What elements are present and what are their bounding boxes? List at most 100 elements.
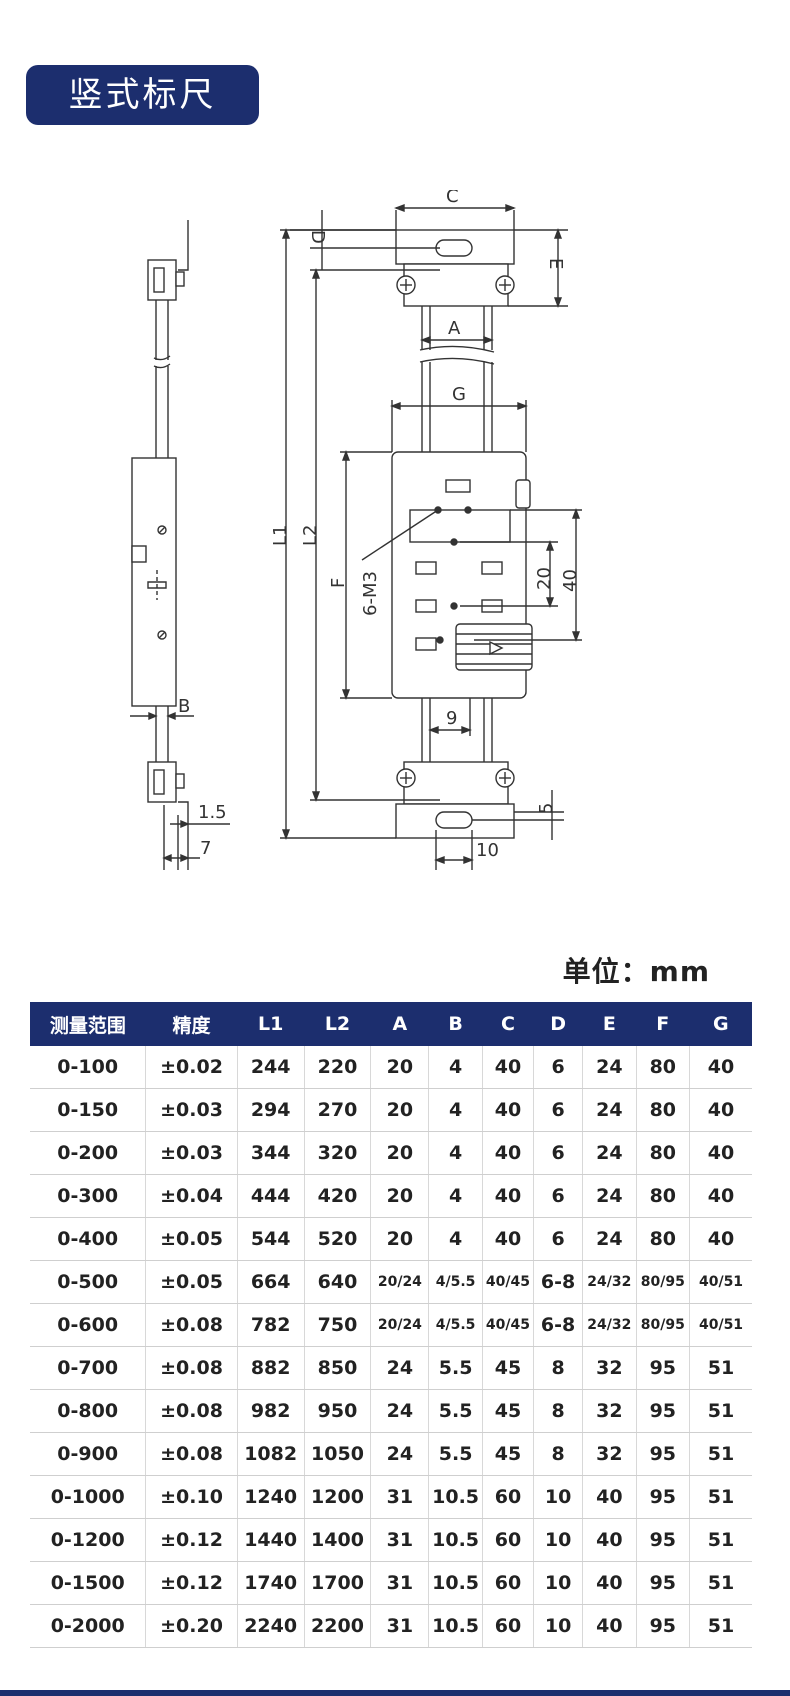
bottom-band xyxy=(0,1690,790,1696)
table-cell: 10.5 xyxy=(428,1561,483,1605)
table-cell: 0-300 xyxy=(30,1174,147,1218)
table-cell: 95 xyxy=(636,1432,691,1476)
table-cell: ±0.12 xyxy=(145,1518,238,1562)
table-cell: 750 xyxy=(304,1303,372,1347)
table-cell: 20/24 xyxy=(370,1260,430,1304)
table-cell: 20/24 xyxy=(370,1303,430,1347)
table-cell: 51 xyxy=(689,1346,752,1390)
table-cell: 4 xyxy=(428,1217,483,1261)
table-cell: 40 xyxy=(482,1046,535,1089)
table-cell: 4 xyxy=(428,1046,483,1089)
dim-9-label: 9 xyxy=(446,708,457,729)
table-header-cell: L2 xyxy=(304,1002,371,1046)
table-cell: 60 xyxy=(482,1604,535,1648)
table-cell: 31 xyxy=(370,1561,430,1605)
table-cell: 80 xyxy=(636,1088,691,1132)
table-cell: 24 xyxy=(370,1432,430,1476)
table-cell: 51 xyxy=(689,1432,752,1476)
table-cell: 344 xyxy=(237,1131,305,1175)
table-cell: 40 xyxy=(482,1217,535,1261)
dim-5-label: 5 xyxy=(536,803,557,814)
table-cell: 882 xyxy=(237,1346,305,1390)
table-cell: 51 xyxy=(689,1561,752,1605)
table-cell: 10.5 xyxy=(428,1518,483,1562)
table-cell: ±0.04 xyxy=(145,1174,238,1218)
dim-20-label: 20 xyxy=(534,567,555,590)
table-cell: 95 xyxy=(636,1475,691,1519)
dim-C-label: C xyxy=(446,190,459,207)
table-header-cell: F xyxy=(636,1002,690,1046)
table-cell: 95 xyxy=(636,1389,691,1433)
table-cell: 40 xyxy=(689,1217,752,1261)
table-cell: ±0.08 xyxy=(145,1432,238,1476)
dim-1-5-label: 1.5 xyxy=(198,802,227,823)
table-cell: 520 xyxy=(304,1217,372,1261)
table-cell: 24/32 xyxy=(582,1260,637,1304)
table-cell: 4/5.5 xyxy=(428,1260,483,1304)
table-cell: 0-1200 xyxy=(30,1518,147,1562)
table-header-cell: E xyxy=(582,1002,637,1046)
table-cell: ±0.08 xyxy=(145,1389,238,1433)
table-cell: 1740 xyxy=(237,1561,305,1605)
table-cell: 1200 xyxy=(304,1475,372,1519)
table-cell: 40/45 xyxy=(482,1303,535,1347)
table-cell: 6-8 xyxy=(533,1260,584,1304)
table-header-cell: B xyxy=(428,1002,483,1046)
table-cell: 24 xyxy=(370,1346,430,1390)
table-cell: 0-400 xyxy=(30,1217,147,1261)
table-cell: 1400 xyxy=(304,1518,372,1562)
table-cell: 544 xyxy=(237,1217,305,1261)
table-header-cell: D xyxy=(533,1002,583,1046)
table-cell: 24/32 xyxy=(582,1303,637,1347)
table-cell: 782 xyxy=(237,1303,305,1347)
table-cell: 24 xyxy=(582,1131,637,1175)
table-cell: ±0.05 xyxy=(145,1217,238,1261)
table-cell: 5.5 xyxy=(428,1389,483,1433)
table-cell: 51 xyxy=(689,1389,752,1433)
table-cell: 24 xyxy=(582,1088,637,1132)
table-cell: 320 xyxy=(304,1131,372,1175)
dim-A-label: A xyxy=(448,318,461,339)
table-cell: 80 xyxy=(636,1131,691,1175)
table-header-cell: L1 xyxy=(237,1002,305,1046)
table-cell: 40/51 xyxy=(689,1303,752,1347)
table-cell: 32 xyxy=(582,1346,637,1390)
table-cell: 0-600 xyxy=(30,1303,147,1347)
table-cell: 4 xyxy=(428,1174,483,1218)
table-cell: 1240 xyxy=(237,1475,305,1519)
table-cell: 40 xyxy=(482,1088,535,1132)
dim-G-label: G xyxy=(452,384,466,405)
table-cell: 0-100 xyxy=(30,1046,147,1089)
table-cell: 6 xyxy=(533,1174,584,1218)
table-cell: 51 xyxy=(689,1604,752,1648)
table-header-cell: G xyxy=(689,1002,752,1046)
table-header-cell: 精度 xyxy=(145,1002,238,1046)
table-cell: 444 xyxy=(237,1174,305,1218)
table-cell: 6 xyxy=(533,1131,584,1175)
dim-7-label: 7 xyxy=(200,838,211,859)
table-cell: 0-200 xyxy=(30,1131,147,1175)
table-cell: 32 xyxy=(582,1432,637,1476)
table-cell: 40/45 xyxy=(482,1260,535,1304)
table-cell: 80 xyxy=(636,1174,691,1218)
table-cell: 40 xyxy=(482,1174,535,1218)
table-cell: 8 xyxy=(533,1432,584,1476)
table-cell: 20 xyxy=(370,1217,430,1261)
table-cell: 6 xyxy=(533,1217,584,1261)
table-cell: 32 xyxy=(582,1389,637,1433)
dim-E-label: E xyxy=(545,258,566,269)
table-cell: 0-150 xyxy=(30,1088,147,1132)
table-cell: 31 xyxy=(370,1518,430,1562)
table-cell: 10.5 xyxy=(428,1475,483,1519)
